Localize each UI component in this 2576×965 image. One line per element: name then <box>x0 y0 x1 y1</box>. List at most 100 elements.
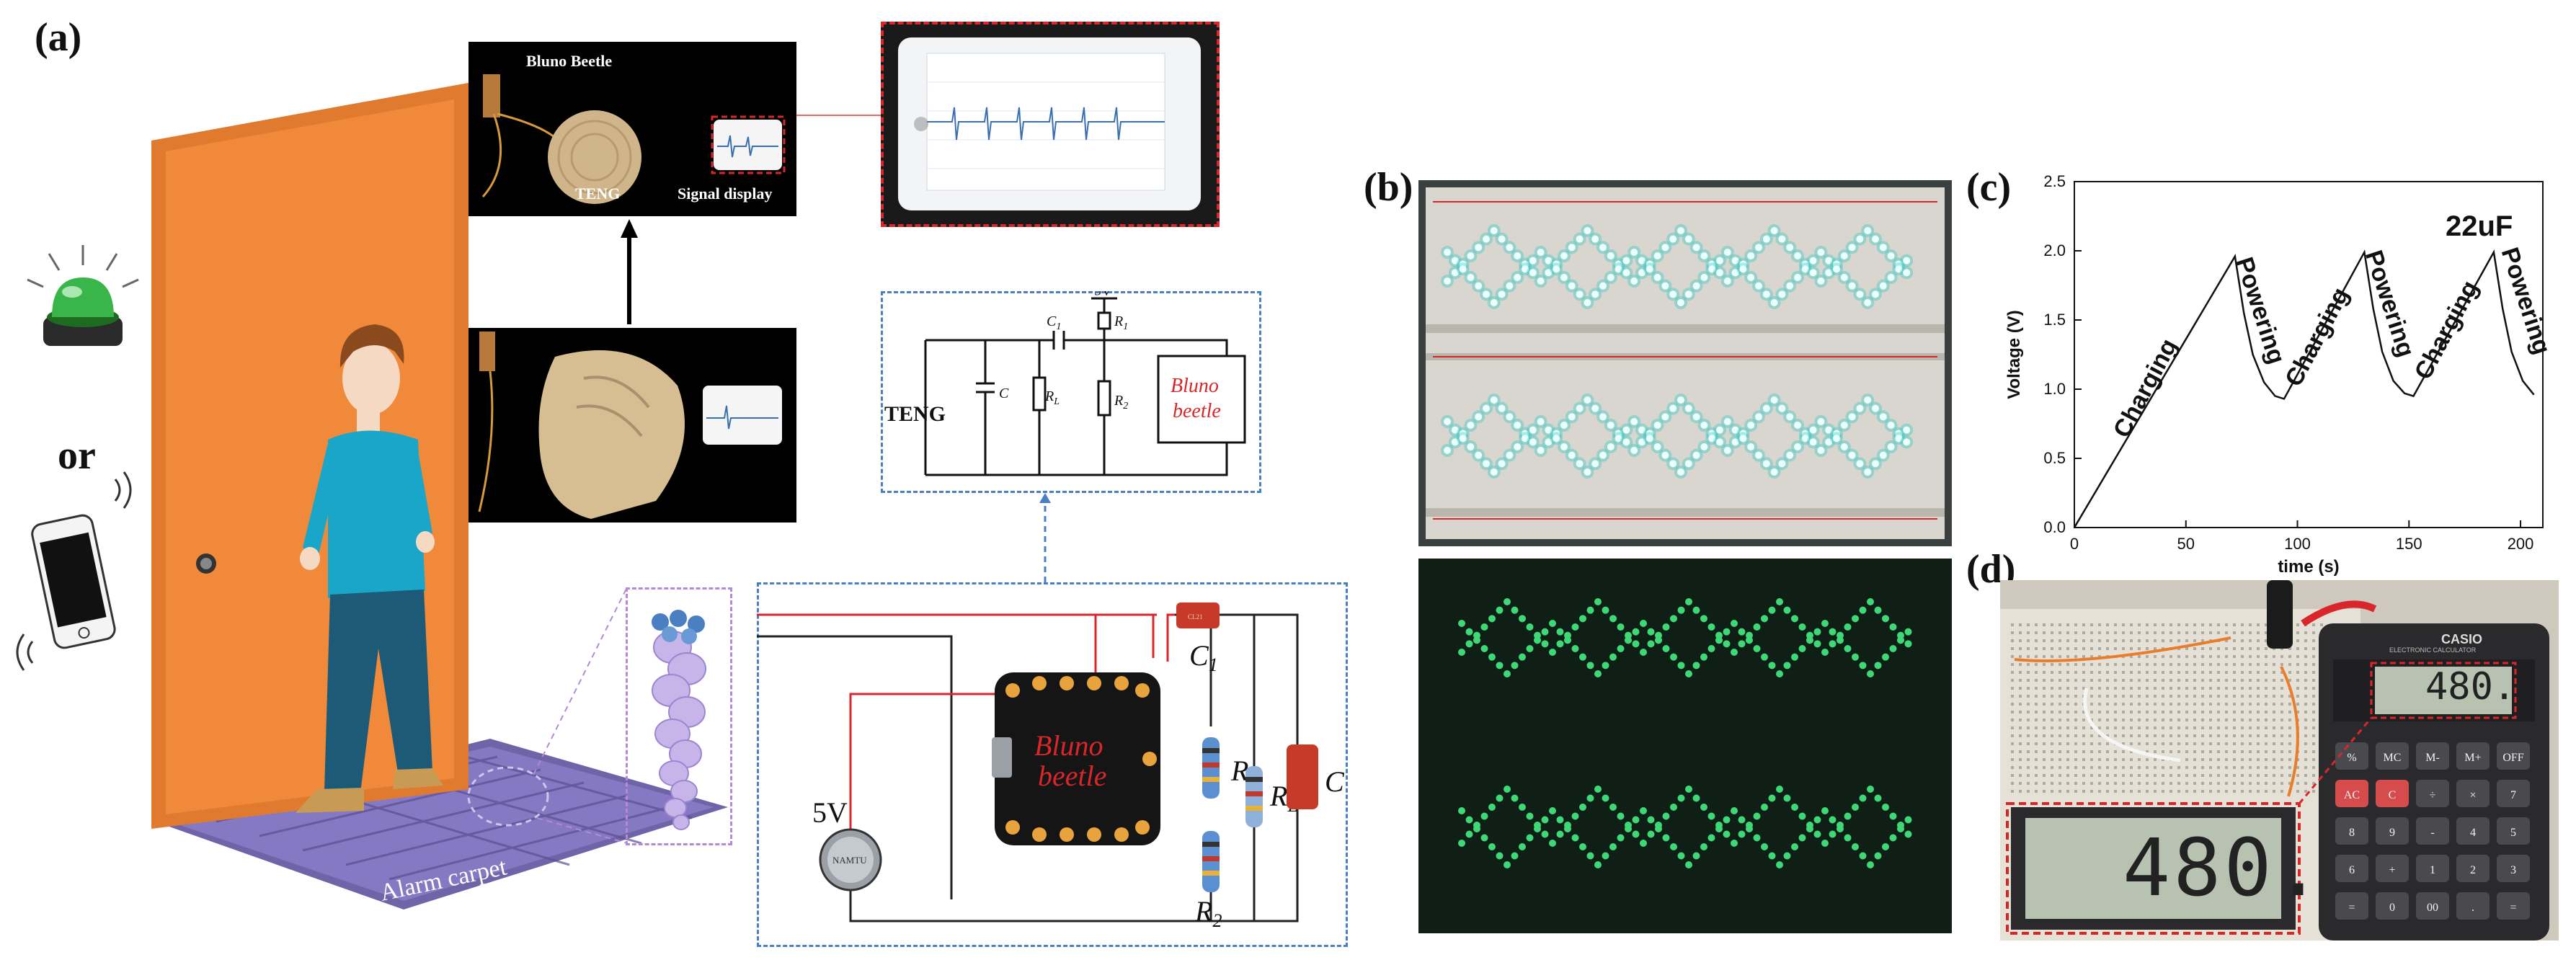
breadboard-hole <box>2185 695 2188 698</box>
breadboard-hole <box>2019 695 2022 698</box>
breadboard-hole <box>2304 782 2307 785</box>
led <box>1480 834 1488 842</box>
breadboard-hole <box>2090 734 2093 737</box>
breadboard-hole <box>2027 719 2030 721</box>
led <box>1586 794 1594 802</box>
breadboard-hole <box>2233 774 2236 777</box>
calculator-key-label: 1 <box>2430 864 2435 876</box>
breadboard-hole <box>2066 742 2069 745</box>
led <box>1768 662 1776 670</box>
led <box>1669 404 1677 412</box>
fiber-electrodes <box>652 610 705 644</box>
led <box>1778 290 1786 298</box>
y-axis-label: Voltage (V) <box>2004 310 2024 399</box>
breadboard-hole <box>2043 671 2046 674</box>
breadboard-hole <box>2098 750 2101 753</box>
led <box>1872 290 1879 298</box>
breadboard-hole <box>2019 623 2022 626</box>
y-tick-label: 2.0 <box>2043 241 2066 259</box>
calculator-key <box>2497 742 2530 770</box>
breadboard-hole <box>2098 623 2101 626</box>
breadboard-hole <box>2019 647 2022 650</box>
led <box>1640 840 1647 847</box>
breadboard-hole <box>2051 695 2053 698</box>
led <box>1692 282 1700 290</box>
led <box>1632 640 1640 648</box>
breadboard-hole <box>2114 774 2117 777</box>
led <box>1887 422 1895 429</box>
calculator-key-label: ÷ <box>2430 789 2436 801</box>
breadboard-hole <box>2193 647 2196 650</box>
breadboard-hole <box>2257 711 2260 713</box>
teng-fiber-zoom <box>626 587 732 845</box>
bluno-beetle-caption: Bluno Beetle <box>526 52 613 70</box>
breadboard-hole <box>2249 647 2252 650</box>
led <box>1746 825 1753 832</box>
breadboard-hole <box>2273 679 2275 682</box>
breadboard-hole <box>2296 639 2299 642</box>
led <box>1897 636 1904 644</box>
breadboard-hole <box>2066 758 2069 761</box>
breadboard-hole <box>2193 734 2196 737</box>
schematic-bluno-block <box>1157 355 1246 444</box>
breadboard-hole <box>2106 679 2109 682</box>
breadboard-hole <box>2027 663 2030 666</box>
led <box>1576 404 1584 412</box>
breadboard-hole <box>2193 782 2196 785</box>
led <box>1584 396 1591 404</box>
breadboard-hole <box>2146 726 2149 729</box>
led <box>1715 636 1723 644</box>
breadboard-hole <box>2058 782 2061 785</box>
breadboard-hole <box>2312 687 2315 690</box>
led <box>1630 447 1638 454</box>
breadboard-hole <box>2162 726 2164 729</box>
calculator-key <box>2497 780 2530 807</box>
breadboard-hole <box>2193 679 2196 682</box>
breadboard-hole <box>2169 719 2172 721</box>
led <box>1638 257 1645 264</box>
breadboard-hole <box>2114 631 2117 634</box>
breadboard-hole <box>2241 703 2244 706</box>
breadboard-hole <box>2098 774 2101 777</box>
breadboard-hole <box>2185 663 2188 666</box>
breadboard-hole <box>2233 734 2236 737</box>
breadboard-hole <box>2312 703 2315 706</box>
breadboard-hole <box>2225 782 2228 785</box>
breadboard-hole <box>2130 726 2133 729</box>
breadboard-hole <box>2209 766 2212 769</box>
breadboard-hole <box>2162 711 2164 713</box>
led <box>1615 435 1622 443</box>
led <box>1459 265 1467 273</box>
led <box>1473 636 1480 644</box>
calculator-key <box>2376 892 2409 920</box>
breadboard-hole <box>2201 719 2204 721</box>
led <box>1692 662 1700 670</box>
led <box>1475 413 1483 421</box>
breadboard-hole <box>2066 623 2069 626</box>
breadboard-hole <box>2185 655 2188 658</box>
led <box>1844 645 1852 652</box>
led <box>1496 662 1504 670</box>
breadboard-hole <box>2019 703 2022 706</box>
led <box>1856 235 1864 243</box>
breadboard-hole <box>2090 703 2093 706</box>
breadboard-hole <box>2280 774 2283 777</box>
breadboard-hole <box>2304 687 2307 690</box>
photo-teng-signal-display: Bluno Beetle TENG Signal display <box>468 42 796 216</box>
breadboard-hole <box>2035 671 2038 674</box>
breadboard-hole <box>2074 663 2077 666</box>
breadboard-hole <box>2201 726 2204 729</box>
calculator-key <box>2335 780 2368 807</box>
breadboard-hole <box>2185 671 2188 674</box>
breadboard-hole <box>2114 790 2117 793</box>
led <box>1700 843 1707 850</box>
breadboard-hole <box>2146 766 2149 769</box>
led <box>1768 794 1776 802</box>
breadboard-hole <box>2011 726 2014 729</box>
breadboard-hole <box>2209 655 2212 658</box>
led <box>1817 447 1825 454</box>
breadboard-hole <box>2257 647 2260 650</box>
led <box>1864 299 1872 306</box>
led <box>1887 443 1895 450</box>
breadboard-hole <box>2201 663 2204 666</box>
